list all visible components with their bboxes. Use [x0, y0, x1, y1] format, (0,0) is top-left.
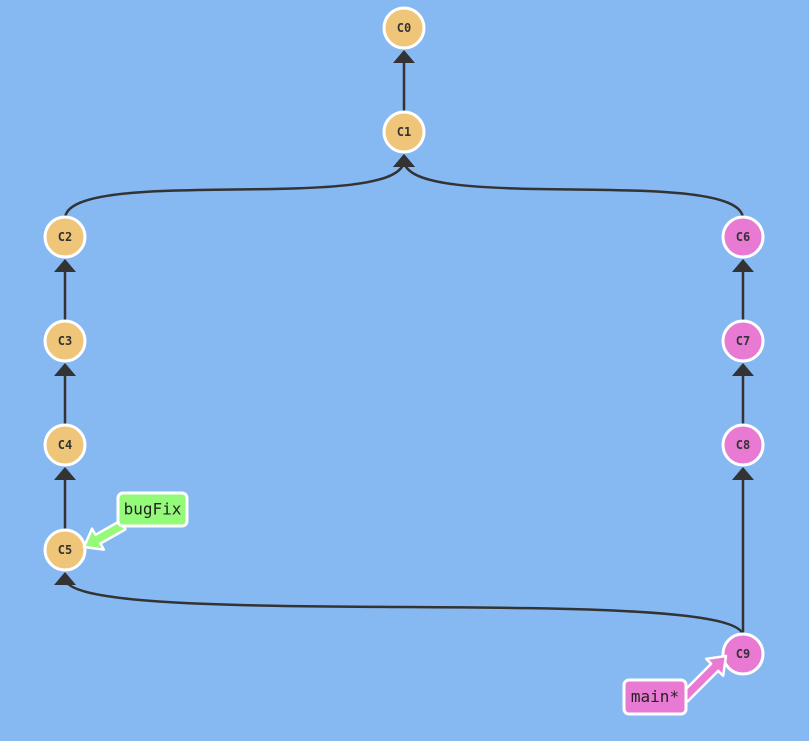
commit-label: C9 [736, 647, 750, 661]
commit-c1[interactable]: C1 [382, 110, 426, 154]
arrowhead-c9-c5 [54, 572, 76, 585]
branch-bugfix[interactable]: bugFix [82, 491, 189, 551]
edge-c2-c1 [63, 159, 406, 220]
commit-c8[interactable]: C8 [721, 423, 765, 467]
commit-label: C2 [58, 230, 72, 244]
commit-c4[interactable]: C4 [43, 423, 87, 467]
commit-circle [382, 6, 426, 50]
arrowhead-c1-c0 [393, 50, 415, 63]
commit-label: C5 [58, 543, 72, 557]
commit-c5[interactable]: C5 [43, 528, 87, 572]
branch-label: bugFix [124, 500, 182, 519]
commit-circle [43, 319, 87, 363]
commit-circle [43, 528, 87, 572]
commit-circle [721, 632, 765, 676]
arrowhead-c7-c6 [732, 259, 754, 272]
commit-label: C1 [397, 125, 411, 139]
commit-circle [43, 423, 87, 467]
arrowhead-c4-c3 [54, 363, 76, 376]
commit-c6[interactable]: C6 [721, 215, 765, 259]
commit-c2[interactable]: C2 [43, 215, 87, 259]
edge-c6-c1 [402, 159, 745, 220]
commit-circle [721, 423, 765, 467]
edge-c9-c5 [63, 577, 745, 637]
branch-tag-box [116, 491, 189, 528]
commit-circle [721, 215, 765, 259]
arrowheads-layer [54, 50, 754, 585]
commit-label: C4 [58, 438, 72, 452]
commit-c0[interactable]: C0 [382, 6, 426, 50]
commit-c7[interactable]: C7 [721, 319, 765, 363]
commit-label: C6 [736, 230, 750, 244]
commit-c9[interactable]: C9 [721, 632, 765, 676]
branch-label: main* [631, 687, 679, 706]
commit-circle [382, 110, 426, 154]
commit-label: C3 [58, 334, 72, 348]
commit-circle [721, 319, 765, 363]
arrowhead-c8-c7 [732, 363, 754, 376]
branch-main[interactable]: main* [622, 654, 728, 716]
arrowhead-c9-c8 [732, 467, 754, 480]
commit-c3[interactable]: C3 [43, 319, 87, 363]
commit-label: C8 [736, 438, 750, 452]
commit-label: C0 [397, 21, 411, 35]
arrowhead-c3-c2 [54, 259, 76, 272]
edges-layer [63, 60, 745, 637]
arrowhead-c6-c1 [393, 154, 415, 167]
branch-pointer-arrow [82, 519, 127, 551]
branch-tag-box [622, 678, 688, 716]
commit-label: C7 [736, 334, 750, 348]
branches-layer: bugFix main* [82, 491, 728, 716]
arrowhead-c5-c4 [54, 467, 76, 480]
commit-circle [43, 215, 87, 259]
